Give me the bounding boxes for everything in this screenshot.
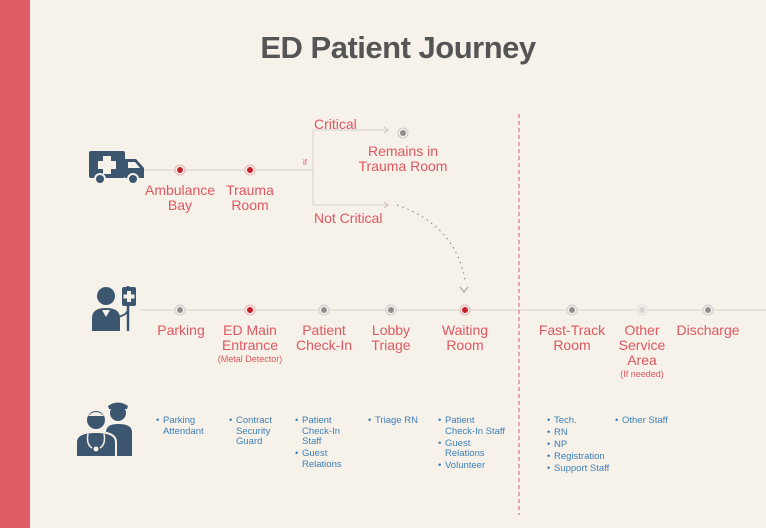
station-trauma-room: Trauma Room (226, 183, 274, 213)
node-discharge-dot (705, 307, 711, 313)
staff-list-check-in: Patient Check-In Staff Guest Relations (295, 415, 342, 472)
node-waiting-room-dot (462, 307, 468, 313)
staff-item: Tech. (547, 415, 609, 427)
ambulance-icon (89, 151, 144, 185)
station-note: (If needed) (620, 369, 664, 379)
station-name: ED Main Entrance (221, 322, 279, 353)
node-patient-check-in-dot (321, 307, 327, 313)
staff-list-fast-track: Tech. RN NP Registration Support Staff (547, 415, 609, 476)
staff-item: Other Staff (615, 415, 668, 427)
critical-label: Critical (314, 116, 357, 132)
if-label: if (303, 158, 307, 167)
critical-arrow (383, 126, 389, 134)
node-ambulance-bay-dot (177, 167, 183, 173)
node-ed-main-entrance-dot (247, 307, 253, 313)
staff-list-waiting: Patient Check-In Staff Guest Relations V… (438, 415, 505, 473)
staff-list-entrance: Contract Security Guard (229, 415, 272, 449)
page-title: ED Patient Journey (260, 30, 536, 65)
station-waiting-room: Waiting Room (442, 323, 488, 353)
station-fast-track-room: Fast-Track Room (539, 323, 605, 353)
node-remains-trauma-dot (400, 130, 406, 136)
left-accent-bar (0, 0, 30, 528)
station-name: Patient Check-In (295, 322, 353, 353)
dotted-path-to-waiting (396, 204, 466, 281)
node-parking-dot (177, 307, 183, 313)
not-critical-arrow (383, 201, 389, 209)
staff-list-triage: Triage RN (368, 415, 418, 428)
staff-item: Support Staff (547, 463, 609, 475)
station-lobby-triage: Lobby Triage (371, 323, 410, 353)
station-other-service-area: Other Service Area (If needed) (619, 323, 666, 380)
staff-item: RN (547, 427, 609, 439)
staff-item: Guest Relations (295, 448, 342, 470)
station-ambulance-bay: Ambulance Bay (145, 183, 215, 213)
staff-list-parking: Parking Attendant (156, 415, 204, 439)
staff-item: NP (547, 439, 609, 451)
station-name: Other Service Area (618, 322, 666, 368)
node-fast-track-room-dot (569, 307, 575, 313)
critical-outcome: Remains in Trauma Room (359, 144, 448, 174)
station-name: Parking (157, 322, 205, 338)
staff-item: Registration (547, 451, 609, 463)
node-lobby-triage-dot (388, 307, 394, 313)
station-ed-main-entrance: ED Main Entrance (Metal Detector) (218, 323, 283, 365)
staff-item: Parking Attendant (156, 415, 204, 437)
station-name: Fast-Track Room (538, 322, 606, 353)
staff-list-other: Other Staff (615, 415, 668, 428)
not-critical-label: Not Critical (314, 210, 383, 226)
node-other-service-area-dot (639, 307, 645, 313)
staff-item: Contract Security Guard (229, 415, 272, 448)
station-name: Trauma Room (226, 182, 274, 213)
station-name: Waiting Room (441, 322, 489, 353)
station-patient-check-in: Patient Check-In (296, 323, 352, 353)
medical-staff-icon (75, 402, 132, 458)
dotted-arrow-head (459, 286, 469, 293)
node-trauma-room-dot (247, 167, 253, 173)
outcome-name: Remains in Trauma Room (358, 143, 448, 174)
patient-with-iv-icon (92, 286, 136, 331)
staff-item: Guest Relations (438, 438, 505, 460)
station-name: Ambulance Bay (144, 182, 216, 213)
staff-item: Patient Check-In Staff (295, 415, 342, 448)
station-name: Discharge (676, 322, 740, 338)
staff-item: Patient Check-In Staff (438, 415, 505, 437)
staff-item: Triage RN (368, 415, 418, 427)
station-parking: Parking (157, 323, 204, 338)
station-name: Lobby Triage (371, 322, 411, 353)
station-note: (Metal Detector) (217, 354, 283, 364)
station-discharge: Discharge (676, 323, 739, 338)
staff-item: Volunteer (438, 460, 505, 472)
